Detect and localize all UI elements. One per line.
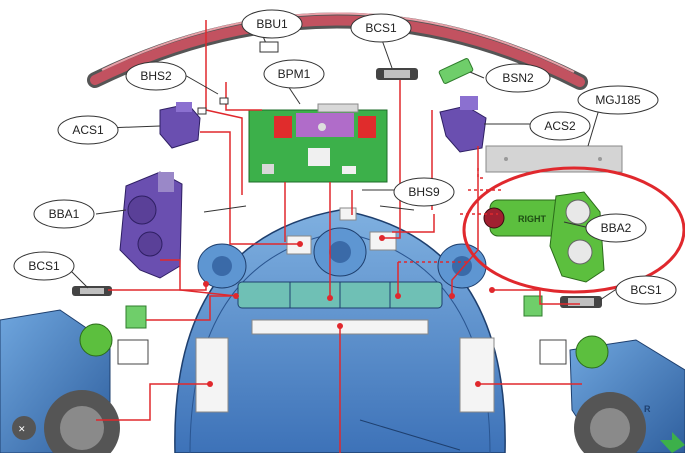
label-mgj185-text: MGJ185 xyxy=(595,93,641,107)
label-bba1: BBA1 xyxy=(33,199,95,229)
label-bhs2: BHS2 xyxy=(125,61,187,91)
label-bcs1-top: BCS1 xyxy=(350,13,412,43)
motor-right-text: RIGHT xyxy=(518,214,547,224)
front-bumper xyxy=(87,12,588,90)
label-bsn2: BSN2 xyxy=(485,63,551,93)
label-acs2-text: ACS2 xyxy=(544,119,576,133)
label-bhs2-text: BHS2 xyxy=(140,69,172,83)
highlight-ellipse xyxy=(462,166,685,294)
label-bba2: BBA2 xyxy=(585,213,647,243)
right-wheel-module: R xyxy=(539,335,685,458)
label-bpm1-text: BPM1 xyxy=(278,67,311,81)
label-acs1: ACS1 xyxy=(57,115,119,145)
acs2-bracket xyxy=(439,96,487,153)
label-bcs1-right-text: BCS1 xyxy=(630,283,662,297)
close-icon[interactable] xyxy=(12,416,36,440)
label-bhs9-text: BHS9 xyxy=(408,185,440,199)
label-mgj185: MGJ185 xyxy=(577,85,659,115)
svg-text:✕: ✕ xyxy=(18,424,26,434)
cliff-sensor-right xyxy=(523,295,602,317)
label-bba1-text: BBA1 xyxy=(49,207,80,221)
main-pcb xyxy=(248,103,388,183)
cliff-sensor-top xyxy=(376,68,418,80)
cliff-sensor-left xyxy=(72,286,147,329)
label-bcs1-left: BCS1 xyxy=(13,251,75,281)
label-acs1-text: ACS1 xyxy=(72,123,104,137)
leader-lines xyxy=(96,20,582,453)
label-acs2: ACS2 xyxy=(529,111,591,141)
label-bhs9: BHS9 xyxy=(393,177,455,207)
label-bba2-text: BBA2 xyxy=(601,221,632,235)
label-bpm1: BPM1 xyxy=(263,59,325,89)
label-bbu1: BBU1 xyxy=(241,9,303,39)
bba1-gearbox xyxy=(119,171,183,279)
wheel-r-text: R xyxy=(644,404,651,414)
label-bbu1-text: BBU1 xyxy=(256,17,288,31)
acs1-bracket xyxy=(159,102,201,149)
bba2-motor-assembly: RIGHT xyxy=(483,191,605,283)
leader-dots xyxy=(203,235,495,387)
label-bcs1-top-text: BCS1 xyxy=(365,21,397,35)
label-bcs1-right: BCS1 xyxy=(615,275,677,305)
label-bsn2-text: BSN2 xyxy=(502,71,534,85)
bsn2-sensor-board xyxy=(438,58,474,84)
left-wheel-module: ✕ xyxy=(0,309,149,458)
label-bcs1-left-text: BCS1 xyxy=(28,259,60,273)
